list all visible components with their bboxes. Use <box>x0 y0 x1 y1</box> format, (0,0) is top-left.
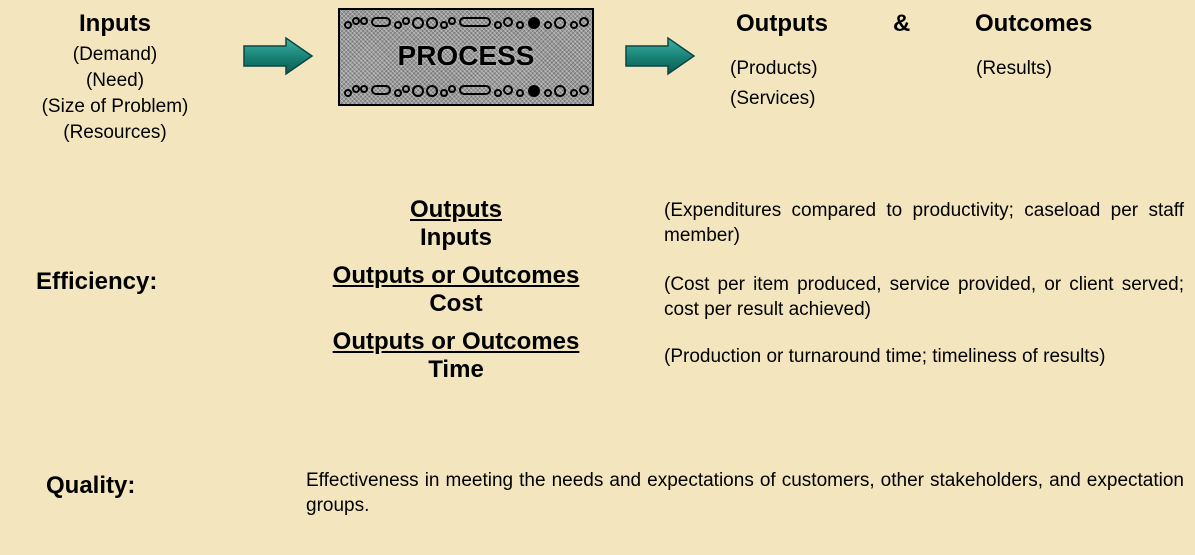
efficiency-ratios: Outputs Inputs Outputs or Outcomes Cost … <box>285 196 627 394</box>
ratio-outputs-inputs: Outputs Inputs <box>285 196 627 252</box>
process-label: PROCESS <box>397 40 535 71</box>
ampersand: & <box>893 10 911 37</box>
ratio-outputs-cost: Outputs or Outcomes Cost <box>285 262 627 318</box>
ratio-description: (Expenditures compared to productivity; … <box>664 200 1184 246</box>
ratio-numerator: Outputs or Outcomes <box>332 328 580 355</box>
outcome-results: (Results) <box>976 58 1053 79</box>
ratio-description: (Cost per item produced, service provide… <box>664 274 1184 320</box>
quality-label: Quality: <box>46 472 136 499</box>
input-resources: (Resources) <box>63 122 167 143</box>
outputs-title: Outputs <box>736 10 828 37</box>
right-arrow-icon <box>625 36 696 76</box>
gear-chain-icon <box>344 85 589 97</box>
ratio-numerator: Outputs or Outcomes <box>332 262 580 289</box>
process-box: PROCESS <box>338 8 594 106</box>
inputs-column: Inputs (Demand) (Need) (Size of Problem)… <box>20 10 210 146</box>
efficiency-label: Efficiency: <box>36 268 158 295</box>
ratio-outputs-time: Outputs or Outcomes Time <box>285 328 627 384</box>
ratio-numerator: Outputs <box>410 196 502 223</box>
right-arrow-icon <box>243 36 314 76</box>
ratio-denominator: Cost <box>429 290 483 317</box>
ratio-denominator: Inputs <box>420 224 492 251</box>
output-products: (Products) <box>730 58 818 79</box>
input-need: (Need) <box>85 70 145 91</box>
input-size-of-problem: (Size of Problem) <box>41 96 189 117</box>
ratio-denominator: Time <box>428 356 484 383</box>
quality-description: Effectiveness in meeting the needs and e… <box>306 470 1184 516</box>
inputs-title: Inputs <box>79 10 151 37</box>
input-demand: (Demand) <box>72 44 158 65</box>
ratio-description: (Production or turnaround time; timeline… <box>664 346 1106 367</box>
outcomes-title: Outcomes <box>975 10 1093 37</box>
gear-chain-icon <box>344 17 589 29</box>
output-services: (Services) <box>730 88 816 109</box>
